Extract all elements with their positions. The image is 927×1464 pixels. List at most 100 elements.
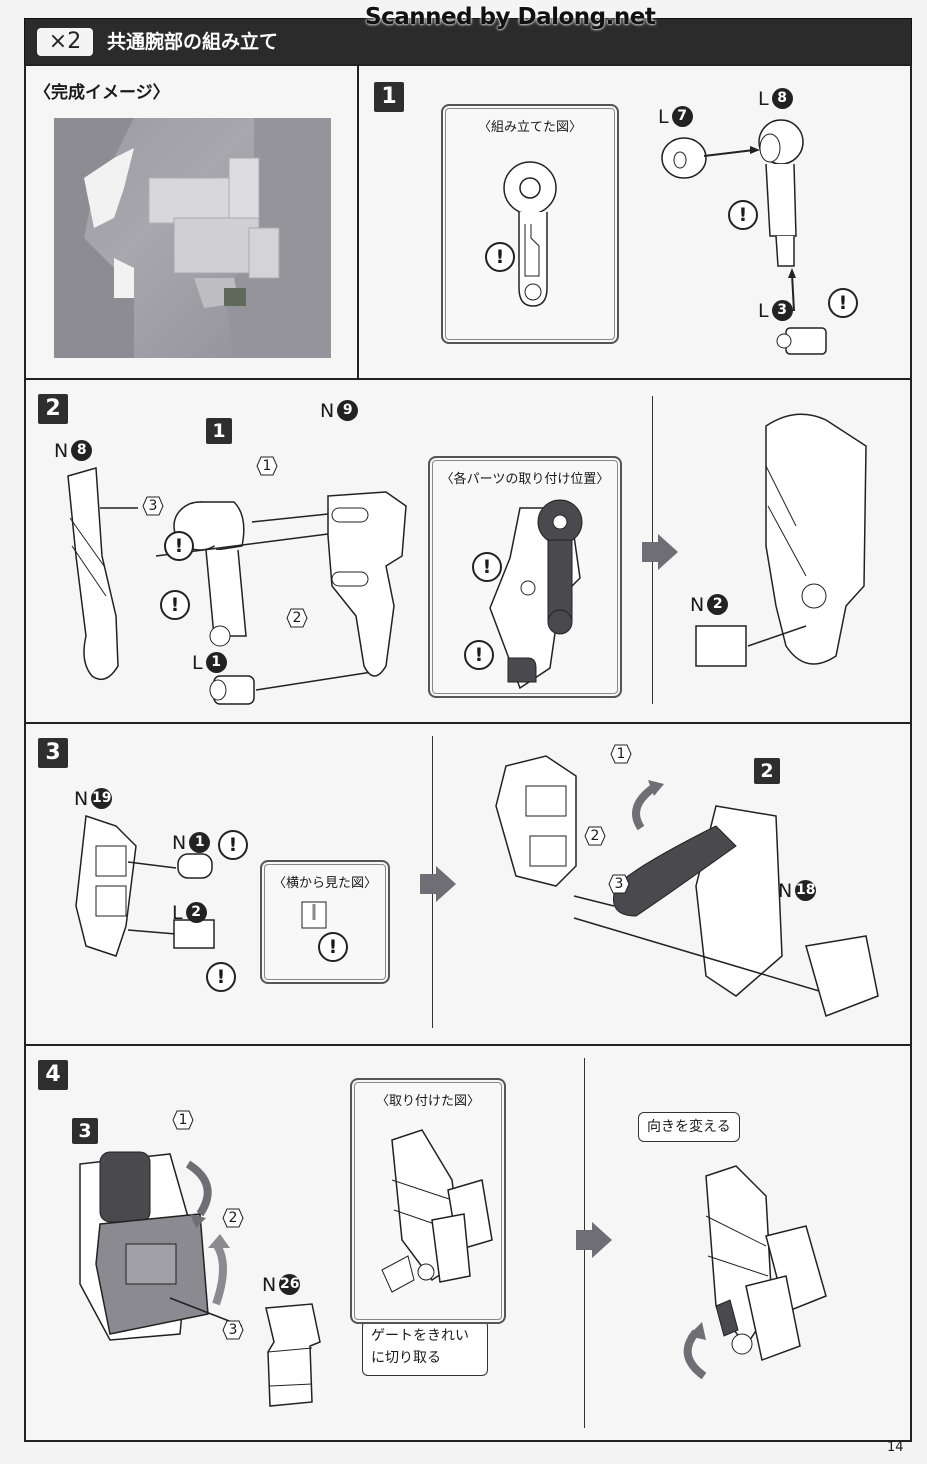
part-number: 8	[71, 440, 93, 461]
step4-assembly-diagram	[79, 1151, 243, 1341]
runner-letter: L	[658, 106, 669, 128]
instruction-frame: 〈完成イメージ〉 1 〈組み立てた図〉 !	[24, 64, 912, 1442]
order-mark-1: 1	[610, 744, 632, 764]
part-number: 18	[795, 880, 817, 901]
order-mark-3: 3	[222, 1320, 244, 1340]
gate-note-line-1: ゲートをきれい	[371, 1328, 469, 1344]
page-number: 14	[887, 1440, 904, 1455]
completed-image-photo	[54, 118, 331, 358]
watermark: Scanned by Dalong.net	[365, 4, 656, 30]
part-number: 19	[91, 788, 113, 809]
order-mark-2: 2	[584, 826, 606, 846]
warning-icon: !	[728, 200, 758, 230]
step1-parts-diagram	[661, 119, 827, 355]
warning-icon: !	[160, 590, 190, 620]
part-number: 8	[771, 88, 793, 109]
part-number: 2	[707, 594, 729, 615]
sub-assembly-ref-2: 2	[754, 758, 780, 784]
step-number-3: 3	[38, 738, 68, 768]
page-title: 共通腕部の組み立て	[107, 31, 279, 53]
warning-icon: !	[472, 552, 502, 582]
part-number: 26	[279, 1274, 301, 1295]
order-mark-1: 1	[172, 1110, 194, 1130]
runner-letter: N	[54, 440, 69, 462]
warning-icon: !	[318, 932, 348, 962]
side-view-callout: 〈横から見た図〉 !	[260, 860, 390, 984]
step3-parts-diagram	[75, 814, 215, 957]
step-number-4: 4	[38, 1060, 68, 1090]
runner-letter: N	[172, 832, 187, 854]
side-view-diagram	[301, 901, 327, 929]
step3-assembly-diagram	[495, 755, 879, 1017]
part-number: 2	[185, 902, 207, 923]
next-arrow-icon	[420, 866, 456, 902]
callout-title: 〈各パーツの取り付け位置〉	[440, 472, 610, 487]
warning-icon: !	[164, 531, 194, 561]
part-number: 9	[337, 400, 359, 421]
runner-letter: N	[690, 594, 705, 616]
runner-letter: L	[758, 300, 769, 322]
step-number-1: 1	[374, 82, 404, 112]
callout-title: 〈組み立てた図〉	[477, 120, 582, 135]
order-mark-1: 1	[256, 456, 278, 476]
runner-letter: L	[758, 88, 769, 110]
part-number: 1	[189, 832, 211, 853]
divider	[26, 722, 910, 724]
part-number: 1	[205, 652, 227, 673]
assembled-view-callout: 〈組み立てた図〉 !	[441, 104, 619, 344]
warning-icon: !	[464, 640, 494, 670]
attachment-position-callout: 〈各パーツの取り付け位置〉 ! !	[428, 456, 622, 698]
divider	[26, 378, 910, 380]
header-bar: ×2 共通腕部の組み立て	[24, 18, 912, 66]
divider	[26, 1044, 910, 1046]
next-arrow-icon	[642, 534, 678, 570]
rotate-note: 向きを変える	[638, 1112, 740, 1142]
sub-assembly-ref-1: 1	[206, 418, 232, 444]
runner-letter: L	[192, 652, 203, 674]
runner-letter: N	[262, 1274, 277, 1296]
callout-title: 〈横から見た図〉	[272, 876, 377, 891]
step-number-2: 2	[38, 394, 68, 424]
attached-view-callout: 〈取り付けた図〉	[350, 1078, 506, 1324]
completed-arm-render	[54, 118, 331, 358]
order-mark-3: 3	[142, 496, 164, 516]
warning-icon: !	[206, 962, 236, 992]
attachment-position-diagram	[489, 499, 583, 690]
divider	[357, 66, 359, 378]
order-mark-2: 2	[222, 1208, 244, 1228]
warning-icon: !	[485, 242, 515, 272]
gate-note: ゲートをきれい に切り取る	[362, 1320, 488, 1376]
warning-icon: !	[218, 830, 248, 860]
part-number: 3	[771, 300, 793, 321]
part-number: 7	[671, 106, 693, 127]
step2-result-diagram	[695, 413, 867, 667]
order-mark-2: 2	[286, 608, 308, 628]
completed-image-label: 〈完成イメージ〉	[34, 83, 170, 103]
attached-view-diagram	[381, 1129, 493, 1293]
runner-letter: L	[172, 902, 183, 924]
callout-title: 〈取り付けた図〉	[375, 1094, 480, 1109]
gate-note-line-2: に切り取る	[371, 1350, 441, 1366]
runner-letter: N	[320, 400, 335, 422]
rotated-result-diagram	[683, 1165, 827, 1380]
runner-letter: N	[74, 788, 89, 810]
runner-letter: N	[778, 880, 793, 902]
part-n26-diagram	[265, 1303, 321, 1407]
warning-icon: !	[828, 288, 858, 318]
order-mark-3: 3	[608, 874, 630, 894]
multiplier-badge: ×2	[37, 28, 93, 56]
next-arrow-icon	[576, 1222, 612, 1258]
assembled-arm-diagram	[503, 161, 557, 307]
